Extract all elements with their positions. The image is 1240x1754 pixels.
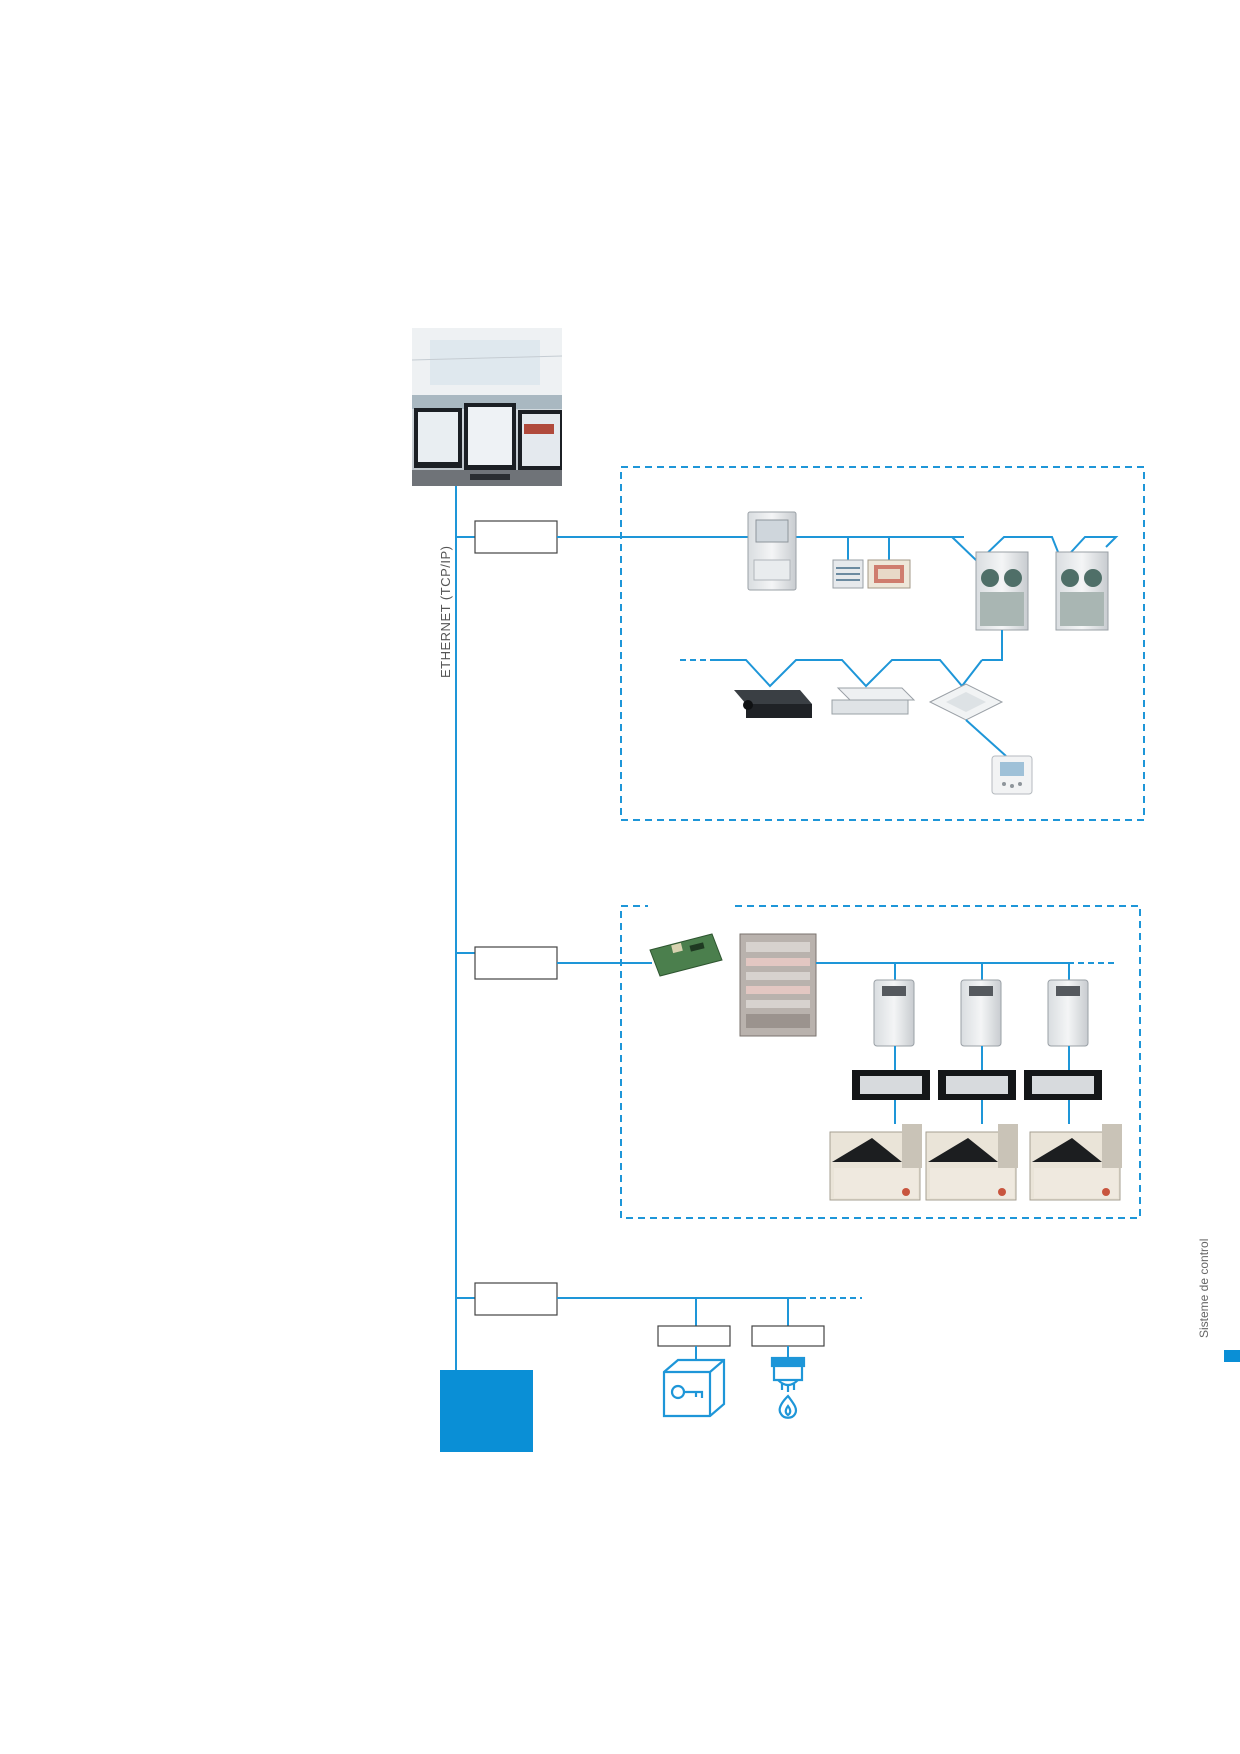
security-node-box bbox=[657, 1325, 731, 1347]
fire-node-box bbox=[751, 1325, 825, 1347]
key-box-icon bbox=[662, 1358, 726, 1418]
section-side-label: Sisteme de control bbox=[1197, 1238, 1211, 1338]
chiller-group-frame bbox=[620, 905, 1141, 1219]
pcb-board-icon bbox=[649, 933, 723, 977]
section-side-tab bbox=[1224, 1350, 1240, 1362]
control-cabinet-icon bbox=[739, 933, 817, 1037]
wired-remote-icon bbox=[991, 755, 1033, 795]
ethernet-label: ETHERNET (TCP/IP) bbox=[438, 545, 453, 679]
bms-block bbox=[440, 1370, 533, 1452]
vrv-group-frame bbox=[620, 466, 1145, 821]
vrv-protocol-box bbox=[474, 520, 558, 554]
gateway-box-icon bbox=[747, 511, 797, 591]
fire-detector-icon bbox=[770, 1356, 806, 1419]
bms-protocol-box bbox=[474, 1282, 558, 1316]
touch-panel-icon bbox=[867, 559, 911, 589]
chiller-unit-icon bbox=[829, 1124, 1122, 1201]
indoor-unit-icon bbox=[734, 683, 1004, 721]
outdoor-unit-icon bbox=[975, 551, 1109, 631]
chiller-protocol-box bbox=[474, 946, 558, 980]
control-room-photo-icon bbox=[411, 328, 563, 486]
adapter-module-icon bbox=[832, 559, 864, 589]
modbus-interface-icon bbox=[852, 963, 1102, 1124]
